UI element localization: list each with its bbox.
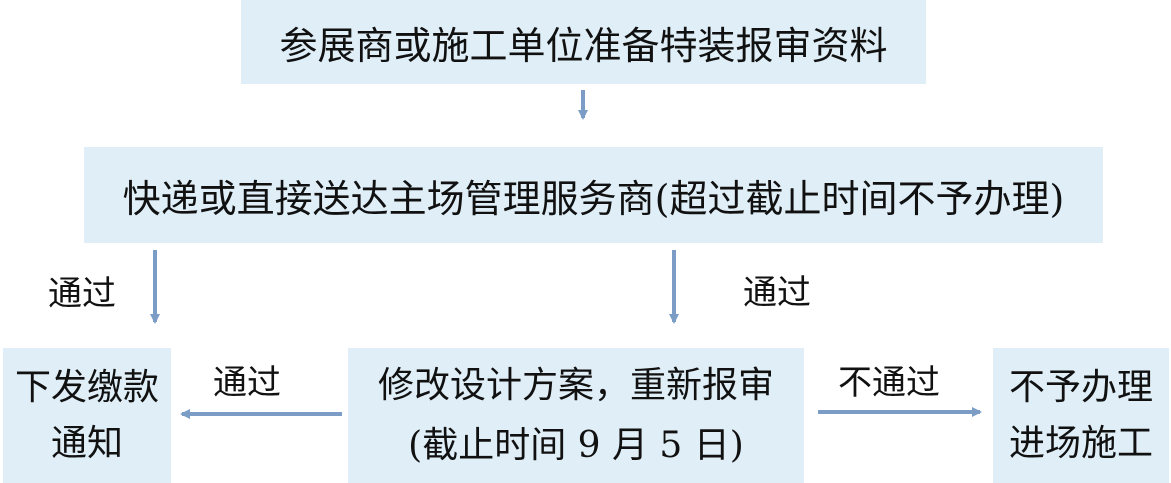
node-deliver-to-manager-label: 快递或直接送达主场管理服务商(超过截止时间不予办理) — [122, 176, 1065, 221]
node-revise-design-line2: (截止时间 9 月 5 日) — [408, 424, 744, 466]
edge-label-fail: 不通过 — [838, 363, 940, 403]
node-prepare-materials-label: 参展商或施工单位准备特装报审资料 — [279, 23, 888, 68]
edge-label-pass-left: 通过 — [48, 274, 116, 314]
node-revise-design: 修改设计方案，重新报审 (截止时间 9 月 5 日) — [348, 348, 804, 483]
node-payment-notice: 下发缴款 通知 — [3, 348, 171, 483]
node-rejected: 不予办理 进场施工 — [993, 348, 1169, 483]
node-rejected-line1: 不予办理 — [1008, 366, 1153, 408]
node-prepare-materials: 参展商或施工单位准备特装报审资料 — [241, 0, 926, 84]
edge-label-pass-bottom: 通过 — [213, 363, 281, 403]
node-rejected-line2: 进场施工 — [1008, 422, 1153, 464]
edge-label-pass-right: 通过 — [743, 273, 811, 313]
node-deliver-to-manager: 快递或直接送达主场管理服务商(超过截止时间不予办理) — [84, 147, 1103, 243]
node-payment-notice-line1: 下发缴款 — [14, 366, 159, 408]
node-payment-notice-line2: 通知 — [50, 422, 123, 464]
node-revise-design-line1: 修改设计方案，重新报审 — [377, 364, 774, 406]
